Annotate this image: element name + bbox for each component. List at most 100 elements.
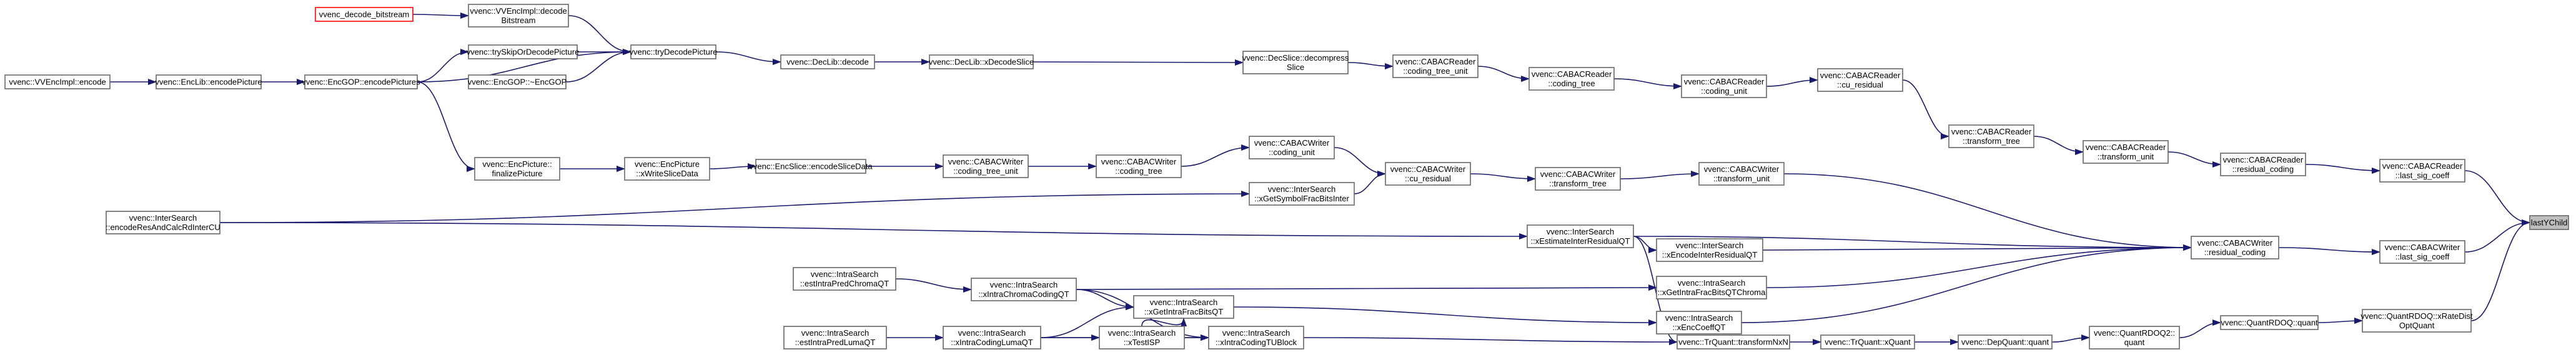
edge-arrow xyxy=(2464,219,2530,253)
node-label: vvenc::IntraSearch xyxy=(990,280,1058,289)
node-label: vvenc::DecLib::xDecodeSlice xyxy=(929,58,1034,67)
node-box xyxy=(1681,74,1767,98)
node-intrasearch-xIntraChroma[interactable]: vvenc::IntraSearch::xIntraChromaCodingQT xyxy=(971,278,1077,301)
node-label: vvenc::CABACReader xyxy=(1395,57,1476,66)
node-declib-decode[interactable]: vvenc::DecLib::decode xyxy=(780,54,875,69)
node-encpicture-xWriteSliceData[interactable]: vvenc::EncPicture::xWriteSliceData xyxy=(624,157,710,181)
edge-arrow xyxy=(417,49,632,83)
node-reader-transform-tree[interactable]: vvenc::CABACReader::transform_tree xyxy=(1948,124,2034,148)
edge-arrow xyxy=(417,49,469,83)
node-box xyxy=(2379,159,2465,183)
edge-layer xyxy=(110,12,2530,345)
node-box xyxy=(755,159,866,174)
node-label: vvenc::InterSearch xyxy=(1547,227,1614,236)
node-reader-coding-unit[interactable]: vvenc::CABACReader::coding_unit xyxy=(1681,74,1767,98)
node-label: ::transform_unit xyxy=(2098,152,2154,161)
edge-arrow xyxy=(2167,151,2221,168)
node-label: vvenc::IntraSearch xyxy=(1678,278,1745,288)
node-box xyxy=(1656,238,1763,262)
node-reader-coding-tree[interactable]: vvenc::CABACReader::coding_tree xyxy=(1528,67,1615,91)
node-label: ::cu_residual xyxy=(1837,80,1883,89)
edge-arrow xyxy=(2464,170,2530,226)
node-writer-cu-residual[interactable]: vvenc::CABACWriter::cu_residual xyxy=(1385,162,1471,186)
node-box xyxy=(468,74,567,89)
node-trquant-xQuant[interactable]: vvenc::TrQuant::xQuant xyxy=(1820,334,1915,349)
edge-arrow xyxy=(2033,136,2084,155)
edge-arrow xyxy=(1076,284,1657,291)
edge-arrow xyxy=(1033,59,1244,66)
node-label: quant xyxy=(2124,338,2145,347)
node-intersearch-xGetSymbol[interactable]: vvenc::InterSearch::xGetSymbolFracBitsIn… xyxy=(1249,182,1355,206)
node-tryDecodePicture[interactable]: vvenc::tryDecodePicture xyxy=(630,44,718,59)
node-enclib-encodePicture[interactable]: vvenc::EncLib::encodePicture xyxy=(155,74,262,89)
node-reader-cu-residual[interactable]: vvenc::CABACReader::cu_residual xyxy=(1817,68,1903,92)
node-label: vvenc::CABACReader xyxy=(2382,161,2463,171)
node-declib-xDecodeSlice[interactable]: vvenc::DecLib::xDecodeSlice xyxy=(929,54,1034,69)
node-writer-residual[interactable]: vvenc::CABACWriter::residual_coding xyxy=(2191,236,2279,259)
node-box xyxy=(468,4,569,28)
node-writer-coding-tree[interactable]: vvenc::CABACWriter::coding_tree xyxy=(1096,154,1182,178)
node-depquant-quant[interactable]: vvenc::DepQuant::quant xyxy=(1958,334,2053,349)
node-box xyxy=(783,326,887,349)
node-label: ::xGetIntraFracBitsQT xyxy=(1144,307,1223,316)
node-label: ::xEncCoeffQT xyxy=(1672,323,1725,332)
node-writer-transform-unit[interactable]: vvenc::CABACWriter::transform_unit xyxy=(1698,162,1785,186)
edge-arrow xyxy=(2470,219,2530,321)
node-label: vvenc::TrQuant::transformNxN xyxy=(1678,338,1788,347)
node-label: vvenc::IntraSearch xyxy=(1665,313,1733,323)
node-box xyxy=(1528,67,1615,91)
node-rdoq-quant[interactable]: vvenc::QuantRDOQ::quant xyxy=(2220,315,2319,330)
node-intrasearch-estIntraPredLuma[interactable]: vvenc::IntraSearch::estIntraPredLumaQT xyxy=(783,326,887,349)
node-decode-bitstream[interactable]: vvenc_decode_bitstream xyxy=(315,7,414,22)
node-intersearch-xEstimate[interactable]: vvenc::InterSearch::xEstimateInterResidu… xyxy=(1527,224,1634,248)
node-intrasearch-xGetIntraFrac[interactable]: vvenc::IntraSearch::xGetIntraFracBitsQT xyxy=(1133,295,1234,319)
node-label: vvenc::VVEncImpl::decode xyxy=(470,6,567,16)
node-label: vvenc::IntraSearch xyxy=(1108,328,1176,338)
edge-arrow xyxy=(412,12,469,19)
node-label: vvenc::tryDecodePicture xyxy=(630,48,718,57)
node-rdoq2-quant[interactable]: vvenc::QuantRDOQ2::quant xyxy=(2089,326,2180,349)
node-intersearch-encodeRes[interactable]: vvenc::InterSearch::encodeResAndCalcRdIn… xyxy=(106,211,220,234)
node-box xyxy=(2191,236,2279,259)
node-label: ::residual_coding xyxy=(2232,164,2294,174)
node-intrasearch-estIntraPredChroma[interactable]: vvenc::IntraSearch::estIntraPredChromaQT xyxy=(793,267,896,291)
edge-arrow xyxy=(565,49,632,83)
node-reader-last-sig[interactable]: vvenc::CABACReader::last_sig_coeff xyxy=(2379,159,2465,183)
node-label: vvenc::InterSearch xyxy=(129,213,197,223)
node-reader-transform-unit[interactable]: vvenc::CABACReader::transform_unit xyxy=(2083,140,2169,164)
node-tryskip[interactable]: vvenc::trySkipOrDecodePicture xyxy=(467,44,580,59)
node-writer-last-sig[interactable]: vvenc::CABACWriter::last_sig_coeff xyxy=(2379,240,2465,264)
node-label: ::xGetSymbolFracBitsInter xyxy=(1254,194,1349,203)
node-reader-coding-tree-unit[interactable]: vvenc::CABACReader::coding_tree_unit xyxy=(1392,54,1479,78)
node-encgop-encodePictures[interactable]: vvenc::EncGOP::encodePictures xyxy=(302,74,420,89)
node-encpicture-finalize[interactable]: vvenc::EncPicture::finalizePicture xyxy=(474,157,560,181)
node-label: finalizePicture xyxy=(492,169,543,178)
node-intrasearch-xIntraCodingLuma[interactable]: vvenc::IntraSearch::xIntraCodingLumaQT xyxy=(943,326,1041,349)
node-label: vvenc::EncSlice::encodeSliceData xyxy=(749,162,873,171)
node-box xyxy=(1656,311,1742,334)
node-writer-coding-tree-unit[interactable]: vvenc::CABACWriter::coding_tree_unit xyxy=(943,154,1029,178)
node-encslice-encodeSliceData[interactable]: vvenc::EncSlice::encodeSliceData xyxy=(749,159,873,174)
node-label: vvenc::CABACReader xyxy=(1684,77,1765,86)
node-box xyxy=(1817,68,1903,92)
node-label: vvenc::CABACWriter xyxy=(1254,138,1330,148)
node-writer-transform-tree[interactable]: vvenc::CABACWriter::transform_tree xyxy=(1535,167,1621,191)
node-box xyxy=(1242,51,1349,74)
node-intrasearch-xIntraCodingTU[interactable]: vvenc::IntraSearch::xIntraCodingTUBlock xyxy=(1208,326,1304,349)
node-encgop-dtor[interactable]: vvenc::EncGOP::~EncGOP xyxy=(468,74,567,89)
edge-arrow xyxy=(1303,337,1678,345)
node-box xyxy=(943,154,1029,178)
node-intrasearch-xGetIntraFracChroma[interactable]: vvenc::IntraSearch::xGetIntraFracBitsQTC… xyxy=(1656,276,1767,299)
node-writer-coding-unit[interactable]: vvenc::CABACWriter::coding_unit xyxy=(1249,136,1335,159)
node-vvencimpl-encode[interactable]: vvenc::VVEncImpl::encode xyxy=(4,74,111,89)
node-reader-residual[interactable]: vvenc::CABACReader::residual_coding xyxy=(2220,153,2306,176)
node-box xyxy=(793,267,896,291)
node-intersearch-xEncodeInter[interactable]: vvenc::InterSearch::xEncodeInterResidual… xyxy=(1656,238,1763,262)
node-trquant-transformNxN[interactable]: vvenc::TrQuant::transformNxN xyxy=(1677,334,1790,349)
node-intrasearch-xTestISP[interactable]: vvenc::IntraSearch::xTestISP xyxy=(1099,326,1185,349)
node-intrasearch-xEncCoeff[interactable]: vvenc::IntraSearch::xEncCoeffQT xyxy=(1656,311,1742,334)
node-lastYChild[interactable]: lastYChild xyxy=(2529,215,2569,230)
